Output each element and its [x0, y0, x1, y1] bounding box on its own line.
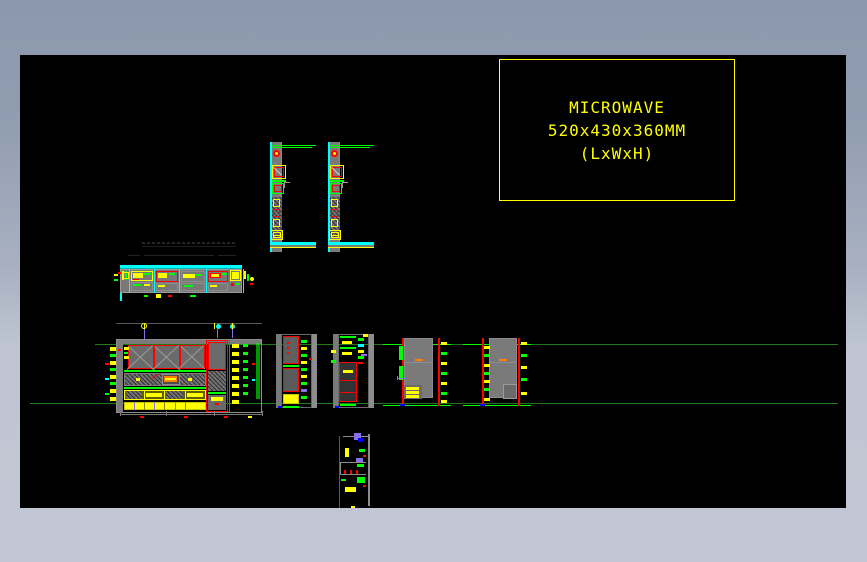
cad-canvas[interactable]: MICROWAVE 520x430x360MM (LxWxH): [20, 55, 846, 508]
reference-line-lower: [30, 403, 838, 404]
main-elevation[interactable]: [96, 323, 266, 418]
bottom-detail[interactable]: [325, 430, 381, 508]
section-detail-b[interactable]: [326, 142, 376, 257]
section-view-4[interactable]: [463, 330, 531, 412]
section-view-2[interactable]: [325, 330, 387, 412]
annotation-line-2: 520x430x360MM: [547, 120, 687, 140]
microwave-annotation-box[interactable]: MICROWAVE 520x430x360MM (LxWxH): [499, 59, 735, 201]
annotation-line-3: (LxWxH): [579, 143, 655, 163]
annotation-line-1: MICROWAVE: [569, 97, 665, 117]
plan-view[interactable]: [98, 241, 268, 301]
section-detail-a[interactable]: [268, 142, 318, 257]
section-view-1[interactable]: [268, 330, 330, 412]
section-view-3[interactable]: [383, 330, 451, 412]
